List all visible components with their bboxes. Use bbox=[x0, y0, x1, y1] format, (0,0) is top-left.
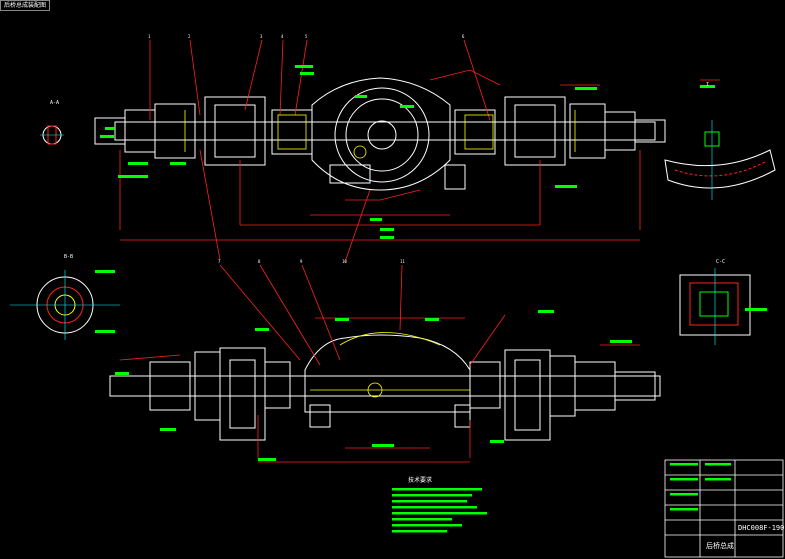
bottom-view-leaders bbox=[119, 264, 640, 463]
svg-text:1: 1 bbox=[148, 34, 151, 39]
svg-text:技术要求: 技术要求 bbox=[408, 476, 432, 484]
technical-requirements: 技术要求 bbox=[392, 476, 487, 533]
svg-text:A-A: A-A bbox=[50, 100, 59, 106]
bottom-view-dimensions bbox=[115, 310, 632, 461]
top-view-leaders bbox=[119, 39, 720, 263]
part-balloons: 1 2 3 4 5 6 7 8 9 10 11 bbox=[148, 34, 465, 264]
svg-text:B-B: B-B bbox=[64, 254, 73, 260]
title-block bbox=[664, 459, 784, 558]
svg-text:3: 3 bbox=[260, 34, 263, 39]
drawing-number: DHC008F-1901A bbox=[738, 524, 785, 532]
detail-i-view: I bbox=[664, 82, 776, 200]
svg-text:C-C: C-C bbox=[716, 259, 725, 265]
svg-text:4: 4 bbox=[281, 34, 284, 39]
section-bb-view: B-B bbox=[10, 254, 120, 340]
bottom-view-axle bbox=[109, 334, 661, 441]
svg-text:10: 10 bbox=[342, 259, 347, 264]
top-view-dimensions bbox=[100, 65, 715, 239]
svg-text:8: 8 bbox=[258, 259, 261, 264]
top-view-hidden-lines bbox=[184, 110, 576, 159]
svg-text:5: 5 bbox=[305, 34, 308, 39]
section-aa-view: A-A bbox=[40, 100, 64, 145]
svg-text:6: 6 bbox=[462, 34, 465, 39]
svg-text:I: I bbox=[706, 82, 709, 88]
document-tab[interactable]: 后桥总成装配图 bbox=[0, 0, 51, 11]
svg-text:2: 2 bbox=[188, 34, 191, 39]
svg-text:11: 11 bbox=[400, 259, 405, 264]
svg-text:7: 7 bbox=[218, 259, 221, 264]
top-view-axle bbox=[94, 77, 666, 191]
section-cc-view: C-C bbox=[679, 259, 767, 345]
bottom-view-hidden-lines bbox=[310, 332, 470, 398]
svg-text:9: 9 bbox=[300, 259, 303, 264]
part-name: 后桥总成 bbox=[706, 541, 734, 550]
